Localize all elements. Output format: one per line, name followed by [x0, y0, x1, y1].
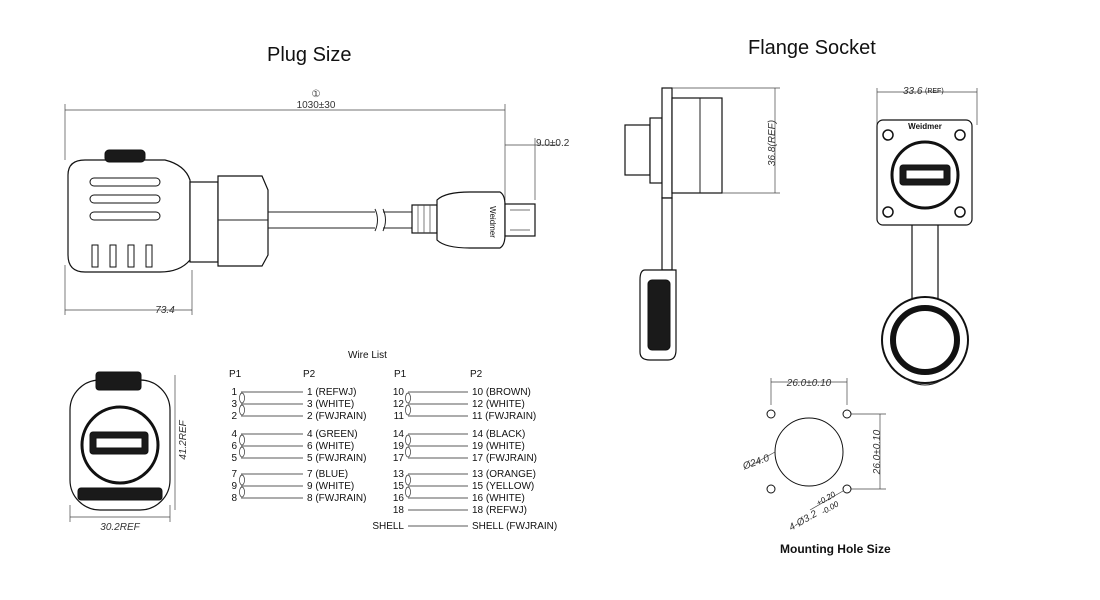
- twist-marker: [405, 474, 411, 486]
- wire-p1-label: 18: [393, 505, 405, 516]
- wire-p1-label: 8: [231, 493, 237, 504]
- wire-p2-label: 13 (ORANGE): [472, 469, 536, 480]
- wire-p1-label: 11: [394, 411, 405, 422]
- center-diameter-dimension: Ø24.0: [741, 453, 772, 473]
- wire-p2-label: 18 (REFWJ): [472, 505, 527, 516]
- twist-marker: [239, 392, 245, 404]
- wire-right-rows: 10 10 (BROWN) 12 12 (WHITE) 11 11 (FWJRAIN) 14…: [372, 387, 557, 532]
- wire-list-title: Wire List: [348, 350, 387, 361]
- cable-length-dimension: 1030±30: [297, 100, 336, 111]
- wire-p2-label: 12 (WHITE): [472, 399, 525, 410]
- twist-marker: [405, 446, 411, 458]
- wire-p1-label: 10: [393, 387, 405, 398]
- wire-p2-label: 11 (FWJRAIN): [472, 411, 536, 422]
- hole-spacing-vertical: 26.0±0.10: [872, 429, 883, 475]
- socket-logo-text: Weidmer: [908, 122, 942, 131]
- twist-marker: [405, 404, 411, 416]
- twist-marker: [239, 434, 245, 446]
- twist-marker: [239, 486, 245, 498]
- wire-p1-label: 16: [393, 493, 405, 504]
- front-width-dimension: 30.2REF: [100, 522, 140, 533]
- wire-p2-label: 6 (WHITE): [307, 441, 354, 452]
- wire-p1-label: 3: [231, 399, 237, 410]
- hole-spacing-horizontal: 26.0±0.10: [786, 378, 832, 389]
- twist-marker: [405, 434, 411, 446]
- wire-p2-label: 16 (WHITE): [472, 493, 525, 504]
- wire-p2-label: 9 (WHITE): [307, 481, 354, 492]
- wire-p2-label: 2 (FWJRAIN): [307, 411, 366, 422]
- wire-p2-label: 19 (WHITE): [472, 441, 525, 452]
- flange-socket-title: Flange Socket: [748, 37, 876, 59]
- wire-left-rows: 1 1 (REFWJ) 3 3 (WHITE) 2 2 (FWJRAIN) 4 4 (GREE…: [231, 387, 366, 504]
- body-length-dimension: 73.4: [155, 305, 175, 316]
- twist-marker: [405, 486, 411, 498]
- socket-front-view: 33.6 (REF) Weidmer: [876, 86, 978, 386]
- mounting-hole-title: Mounting Hole Size: [780, 542, 891, 556]
- wire-p2-label: 1 (REFWJ): [307, 387, 356, 398]
- wire-p1-label: 19: [393, 441, 405, 452]
- plug-front-view: 30.2REF 41.2REF: [69, 371, 189, 533]
- plug-side-view: ① 1030±30 9.0±0.2 73.4: [64, 89, 570, 316]
- plug-logo-text: Weidmer: [488, 206, 497, 238]
- wire-p1-label: 17: [393, 453, 405, 464]
- wire-p1-label: 6: [231, 441, 237, 452]
- twist-marker: [239, 474, 245, 486]
- wire-right-header-p1: P1: [394, 369, 407, 380]
- tip-dimension: 9.0±0.2: [536, 138, 570, 149]
- mounting-hole-view: 26.0±0.10 26.0±0.10 Ø24.0 4-Ø3.2 +0.20 -…: [741, 378, 886, 534]
- wire-p1-label: 9: [231, 481, 237, 492]
- twist-marker: [239, 446, 245, 458]
- wire-right-header-p2: P2: [470, 369, 483, 380]
- wire-p2-label: 14 (BLACK): [472, 429, 525, 440]
- wire-p2-label: 8 (FWJRAIN): [307, 493, 366, 504]
- wire-p1-label: 1: [231, 387, 237, 398]
- plug-size-title: Plug Size: [267, 44, 352, 66]
- wire-p1-label: 2: [231, 411, 237, 422]
- callout-circle-label: ①: [312, 89, 321, 100]
- wire-p2-label: 10 (BROWN): [472, 387, 531, 398]
- socket-width-dimension: 33.6: [903, 86, 923, 97]
- socket-width-note: (REF): [925, 88, 944, 95]
- wire-p1-label: 12: [393, 399, 405, 410]
- wire-left-header-p2: P2: [303, 369, 316, 380]
- socket-height-dimension: 36.8(REF): [767, 120, 778, 166]
- twist-marker: [239, 404, 245, 416]
- wire-p2-label: 17 (FWJRAIN): [472, 453, 537, 464]
- wire-p2-label: SHELL (FWJRAIN): [472, 521, 557, 532]
- wire-list: Wire List P1 P2 P1 P2 1 1 (REFWJ) 3 3 (WHIT…: [229, 350, 557, 532]
- wire-p1-label: 5: [231, 453, 237, 464]
- wire-p2-label: 4 (GREEN): [307, 429, 358, 440]
- screw-hole-dimension: 4-Ø3.2: [787, 508, 819, 533]
- wire-p1-label: 4: [231, 429, 237, 440]
- wire-p2-label: 7 (BLUE): [307, 469, 348, 480]
- wire-p1-label: 14: [393, 429, 405, 440]
- wire-p2-label: 5 (FWJRAIN): [307, 453, 366, 464]
- wire-p1-label: 7: [231, 469, 237, 480]
- wire-p2-label: 15 (YELLOW): [472, 481, 534, 492]
- socket-side-view: 36.8(REF): [624, 87, 780, 361]
- wire-p1-label: 13: [393, 469, 405, 480]
- wire-p1-label: 15: [393, 481, 405, 492]
- wire-left-header-p1: P1: [229, 369, 242, 380]
- twist-marker: [405, 392, 411, 404]
- front-height-dimension: 41.2REF: [178, 419, 189, 459]
- wire-p2-label: 3 (WHITE): [307, 399, 354, 410]
- wire-p1-label: SHELL: [372, 521, 404, 532]
